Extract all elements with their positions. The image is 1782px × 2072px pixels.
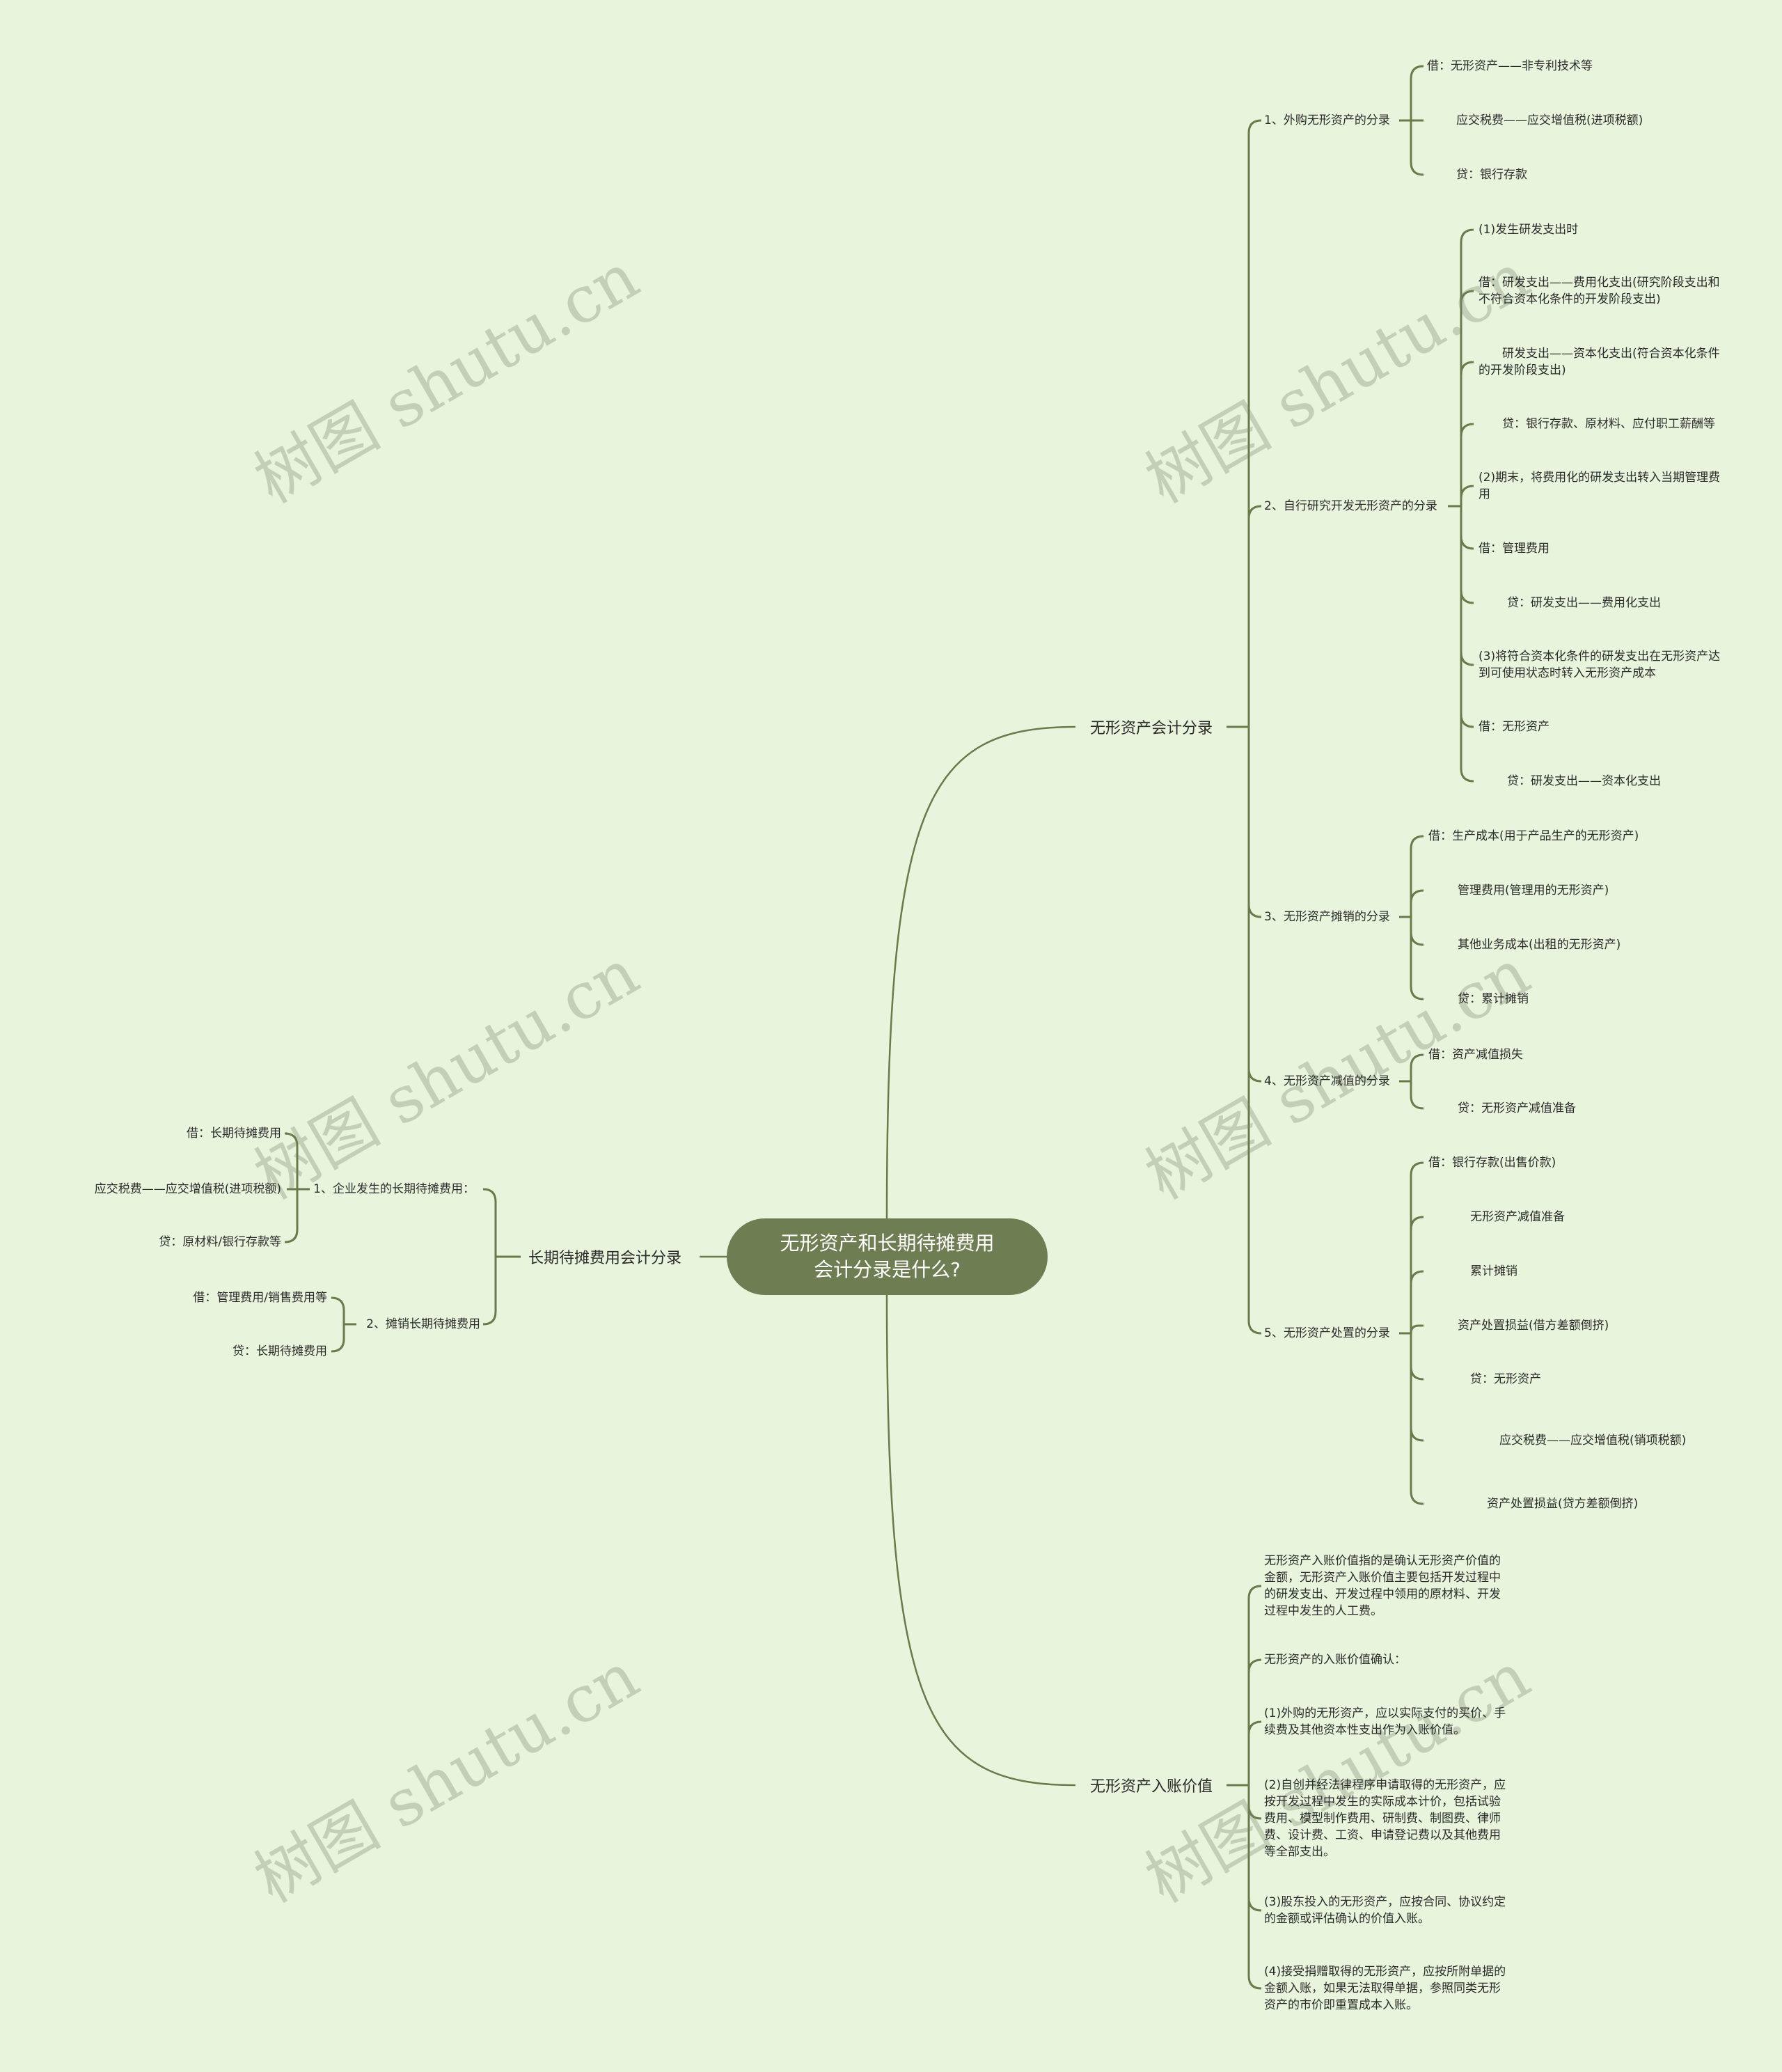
connector-line: [482, 1188, 497, 1257]
connector-line: [1410, 1333, 1424, 1505]
connector-line: [1460, 228, 1474, 506]
connector-line: [284, 1189, 299, 1243]
connector-line: [1247, 1720, 1262, 1785]
root-link: [885, 725, 1076, 1219]
connector-line: [1247, 1785, 1262, 1912]
connector-line: [284, 1132, 299, 1189]
connector-line: [1410, 1216, 1424, 1333]
leaf[interactable]: 借：管理费用: [1479, 542, 1550, 556]
topic-impairment[interactable]: 4、无形资产减值的分录: [1264, 1074, 1390, 1088]
leaf[interactable]: 资产处置损益(贷方差额倒挤): [1487, 1497, 1639, 1511]
leaf[interactable]: (1)发生研发支出时: [1479, 223, 1579, 237]
connector-line: [1410, 65, 1424, 120]
connector-line: [1410, 835, 1424, 917]
leaf[interactable]: 贷：累计摊销: [1458, 992, 1529, 1006]
topic-deferred-amortize[interactable]: 2、摊销长期待摊费用: [366, 1317, 480, 1331]
connector-line: [1410, 1333, 1424, 1442]
topic-self-develop[interactable]: 2、自行研究开发无形资产的分录: [1264, 499, 1437, 513]
value-note[interactable]: (3)股东投入的无形资产，应按合同、协议约定的金额或评估确认的价值入账。: [1264, 1895, 1506, 1926]
connector-line: [1247, 1785, 1262, 1820]
leaf[interactable]: 贷：研发支出——资本化支出: [1507, 774, 1661, 788]
leaf[interactable]: 无形资产减值准备: [1470, 1210, 1565, 1224]
connector-line: [1247, 1658, 1262, 1785]
connector-line: [1410, 1053, 1424, 1081]
leaf[interactable]: 贷：银行存款、原材料、应付职工薪酬等: [1502, 417, 1715, 431]
connector-line: [1410, 917, 1424, 1000]
connector-line: [1247, 1785, 1262, 1990]
branch-intangible-entries[interactable]: 无形资产会计分录: [1090, 720, 1213, 737]
root-node[interactable]: 无形资产和长期待摊费用会计分录是什么?: [727, 1218, 1048, 1295]
connector-line: [1410, 1270, 1424, 1333]
topic-disposal[interactable]: 5、无形资产处置的分录: [1264, 1326, 1390, 1340]
leaf[interactable]: 累计摊销: [1470, 1264, 1517, 1278]
connector-line: [1410, 1081, 1424, 1110]
connector-line: [1460, 361, 1474, 506]
connector-line: [1247, 1585, 1262, 1785]
leaf[interactable]: 贷：研发支出——费用化支出: [1507, 596, 1661, 610]
leaf[interactable]: 贷：原材料/银行存款等: [159, 1235, 281, 1249]
connector-line: [1460, 506, 1474, 728]
value-note[interactable]: 无形资产入账价值指的是确认无形资产价值的金额，无形资产入账价值主要包括开发过程中…: [1264, 1554, 1501, 1618]
connector-line: [1460, 506, 1474, 666]
value-note[interactable]: (1)外购的无形资产，应以实际支付的买价、手续费及其他资本性支出作为入账价值。: [1264, 1706, 1506, 1737]
leaf[interactable]: 借：研发支出——费用化支出(研究阶段支出和不符合资本化条件的开发阶段支出): [1479, 276, 1720, 306]
value-note[interactable]: 无形资产的入账价值确认：: [1264, 1653, 1406, 1667]
leaf[interactable]: 应交税费——应交增值税(进项税额): [1456, 113, 1643, 127]
leaf[interactable]: 借：长期待摊费用: [187, 1127, 281, 1140]
connector-line: [1410, 1333, 1424, 1381]
connector-line: [1410, 917, 1424, 946]
leaf[interactable]: 其他业务成本(出租的无形资产): [1458, 938, 1621, 952]
leaf[interactable]: 贷：无形资产减值准备: [1458, 1101, 1576, 1115]
leaf[interactable]: 借：生产成本(用于产品生产的无形资产): [1428, 829, 1639, 843]
connector-line: [1247, 119, 1262, 727]
connector-line: [1460, 506, 1474, 783]
leaf[interactable]: 借：银行存款(出售价款): [1428, 1156, 1556, 1170]
connector-line: [1410, 120, 1424, 176]
leaf[interactable]: 借：管理费用/销售费用等: [193, 1291, 327, 1305]
leaf[interactable]: 贷：无形资产: [1470, 1372, 1541, 1386]
leaf[interactable]: (3)将符合资本化条件的研发支出在无形资产达到可使用状态时转入无形资产成本: [1479, 650, 1721, 680]
connector-line: [331, 1324, 345, 1353]
connector-line: [1410, 889, 1424, 917]
leaf[interactable]: 贷：银行存款: [1456, 168, 1527, 182]
connector-line: [1460, 423, 1474, 506]
topic-purchase[interactable]: 1、外购无形资产的分录: [1264, 113, 1390, 127]
topic-amortization[interactable]: 3、无形资产摊销的分录: [1264, 910, 1390, 924]
value-note[interactable]: (2)自创并经法律程序申请取得的无形资产，应按开发过程中发生的实际成本计价，包括…: [1264, 1778, 1506, 1859]
leaf[interactable]: 应交税费——应交增值税(进项税额): [94, 1182, 281, 1196]
topic-deferred-incur[interactable]: 1、企业发生的长期待摊费用：: [313, 1182, 475, 1196]
leaf[interactable]: 贷：长期待摊费用: [232, 1344, 327, 1358]
connector-line: [1460, 506, 1474, 604]
leaf[interactable]: 研发支出——资本化支出(符合资本化条件的开发阶段支出): [1479, 347, 1720, 377]
leaf[interactable]: 借：资产减值损失: [1428, 1048, 1523, 1062]
leaf[interactable]: 借：无形资产——非专利技术等: [1427, 59, 1593, 73]
branch-intangible-value[interactable]: 无形资产入账价值: [1090, 1778, 1213, 1796]
leaf[interactable]: 资产处置损益(借方差额倒挤): [1458, 1319, 1609, 1333]
branch-deferred-expense[interactable]: 长期待摊费用会计分录: [528, 1250, 682, 1267]
connector-line: [1247, 727, 1262, 1083]
leaf[interactable]: 借：无形资产: [1479, 720, 1550, 734]
connector-line: [1247, 727, 1262, 1335]
value-note[interactable]: (4)接受捐赠取得的无形资产，应按所附单据的金额入账，如果无法取得单据，参照同类…: [1264, 1965, 1506, 2012]
root-node-label: 无形资产和长期待摊费用会计分录是什么?: [780, 1232, 995, 1281]
connector-line: [331, 1296, 345, 1324]
leaf[interactable]: (2)期末，将费用化的研发支出转入当期管理费用: [1479, 471, 1721, 501]
connector-line: [1460, 506, 1474, 550]
leaf[interactable]: 管理费用(管理用的无形资产): [1458, 884, 1609, 897]
root-link: [885, 1294, 1076, 1787]
connector-line: [482, 1257, 497, 1326]
connector-line: [1460, 485, 1474, 506]
connector-line: [1410, 1324, 1424, 1334]
connector-line: [1410, 1161, 1424, 1333]
connector-line: [1247, 727, 1262, 918]
connector-line: [1460, 290, 1474, 506]
leaf[interactable]: 应交税费——应交增值税(销项税额): [1499, 1434, 1687, 1447]
connector-line: [1247, 505, 1262, 727]
